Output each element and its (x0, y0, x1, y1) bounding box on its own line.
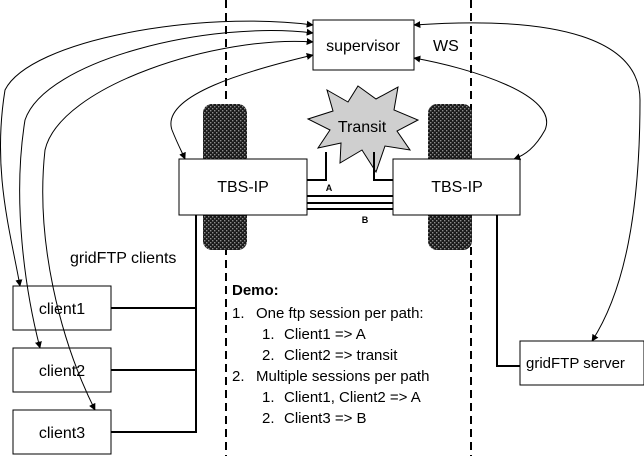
gridftp-server-label: gridFTP server (526, 355, 625, 372)
arrow-supervisor-client1 (0, 20, 314, 287)
client1-label: client1 (39, 301, 85, 318)
demo-item-1-number: 1. (232, 305, 245, 322)
arrow-supervisor-client2 (19, 28, 314, 349)
demo-item-1-text: One ftp session per path: (256, 305, 424, 322)
path-a-label: A (326, 183, 333, 193)
client2-label: client2 (39, 363, 85, 380)
path-b-label: B (362, 215, 369, 225)
gridftp-clients-label: gridFTP clients (70, 250, 176, 267)
supervisor-label: supervisor (326, 38, 400, 55)
demo-item-1-1-text: Client1 => A (284, 326, 366, 343)
ws-label: WS (433, 38, 459, 55)
tbs-ip-right-label: TBS-IP (431, 179, 483, 196)
client3-box (12, 409, 112, 455)
arrow-supervisor-gridftp-server (413, 21, 641, 342)
demo-item-1-2-number: 2. (262, 347, 275, 364)
tbs-ip-left-label: TBS-IP (217, 179, 269, 196)
transit-cloud (306, 85, 420, 174)
demo-item-2-2-number: 2. (262, 410, 275, 427)
arrow-supervisor-tbs-left (170, 53, 314, 160)
arrow-supervisor-client3 (42, 38, 314, 411)
link-tbs-right-transit (373, 152, 393, 181)
transit-label: Transit (338, 119, 387, 136)
gridftp-server-link (496, 215, 520, 367)
demo-item-2-text: Multiple sessions per path (256, 368, 429, 385)
demo-title: Demo: (232, 282, 279, 299)
demo-item-1-1-number: 1. (262, 326, 275, 343)
demo-text: Demo: 1. One ftp session per path: 1. Cl… (232, 282, 429, 427)
link-tbs-left-transit (307, 152, 327, 181)
demo-item-2-1-text: Client1, Client2 => A (284, 389, 421, 406)
demo-item-2-number: 2. (232, 368, 245, 385)
control-arrows (0, 20, 641, 411)
client3-label: client3 (39, 425, 85, 442)
demo-item-2-2-text: Client3 => B (284, 410, 367, 427)
demo-item-2-1-number: 1. (262, 389, 275, 406)
demo-item-1-2-text: Client2 => transit (284, 347, 398, 364)
